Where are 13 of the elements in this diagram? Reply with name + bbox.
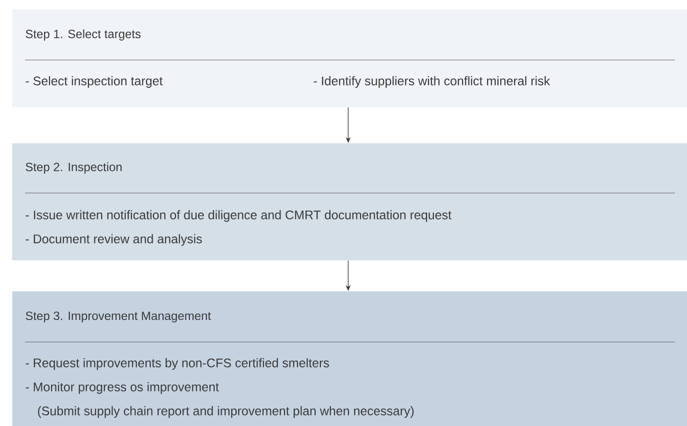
bullet-item: - Identify suppliers with conflict mineral risk — [314, 76, 550, 88]
bullet-item: - Request improvements by non-CFS certified smelters — [26, 358, 329, 370]
bullet-item: - Issue written notification of due diligence and CMRT documentation request — [26, 210, 452, 222]
step-box — [12, 291, 687, 426]
bullet-item: (Submit supply chain report and improvement plan when necessary) — [38, 406, 414, 418]
bullet-item: - Document review and analysis — [26, 234, 202, 246]
bullet-item: - Monitor progress os improvement — [26, 382, 219, 394]
step-heading: Step 2. Inspection — [26, 162, 122, 174]
step-heading: Step 1. Select targets — [26, 29, 141, 41]
step-heading: Step 3. Improvement Management — [26, 312, 211, 322]
bullet-item: - Select inspection target — [26, 76, 163, 88]
step-box — [12, 143, 687, 260]
step-box — [12, 9, 687, 108]
